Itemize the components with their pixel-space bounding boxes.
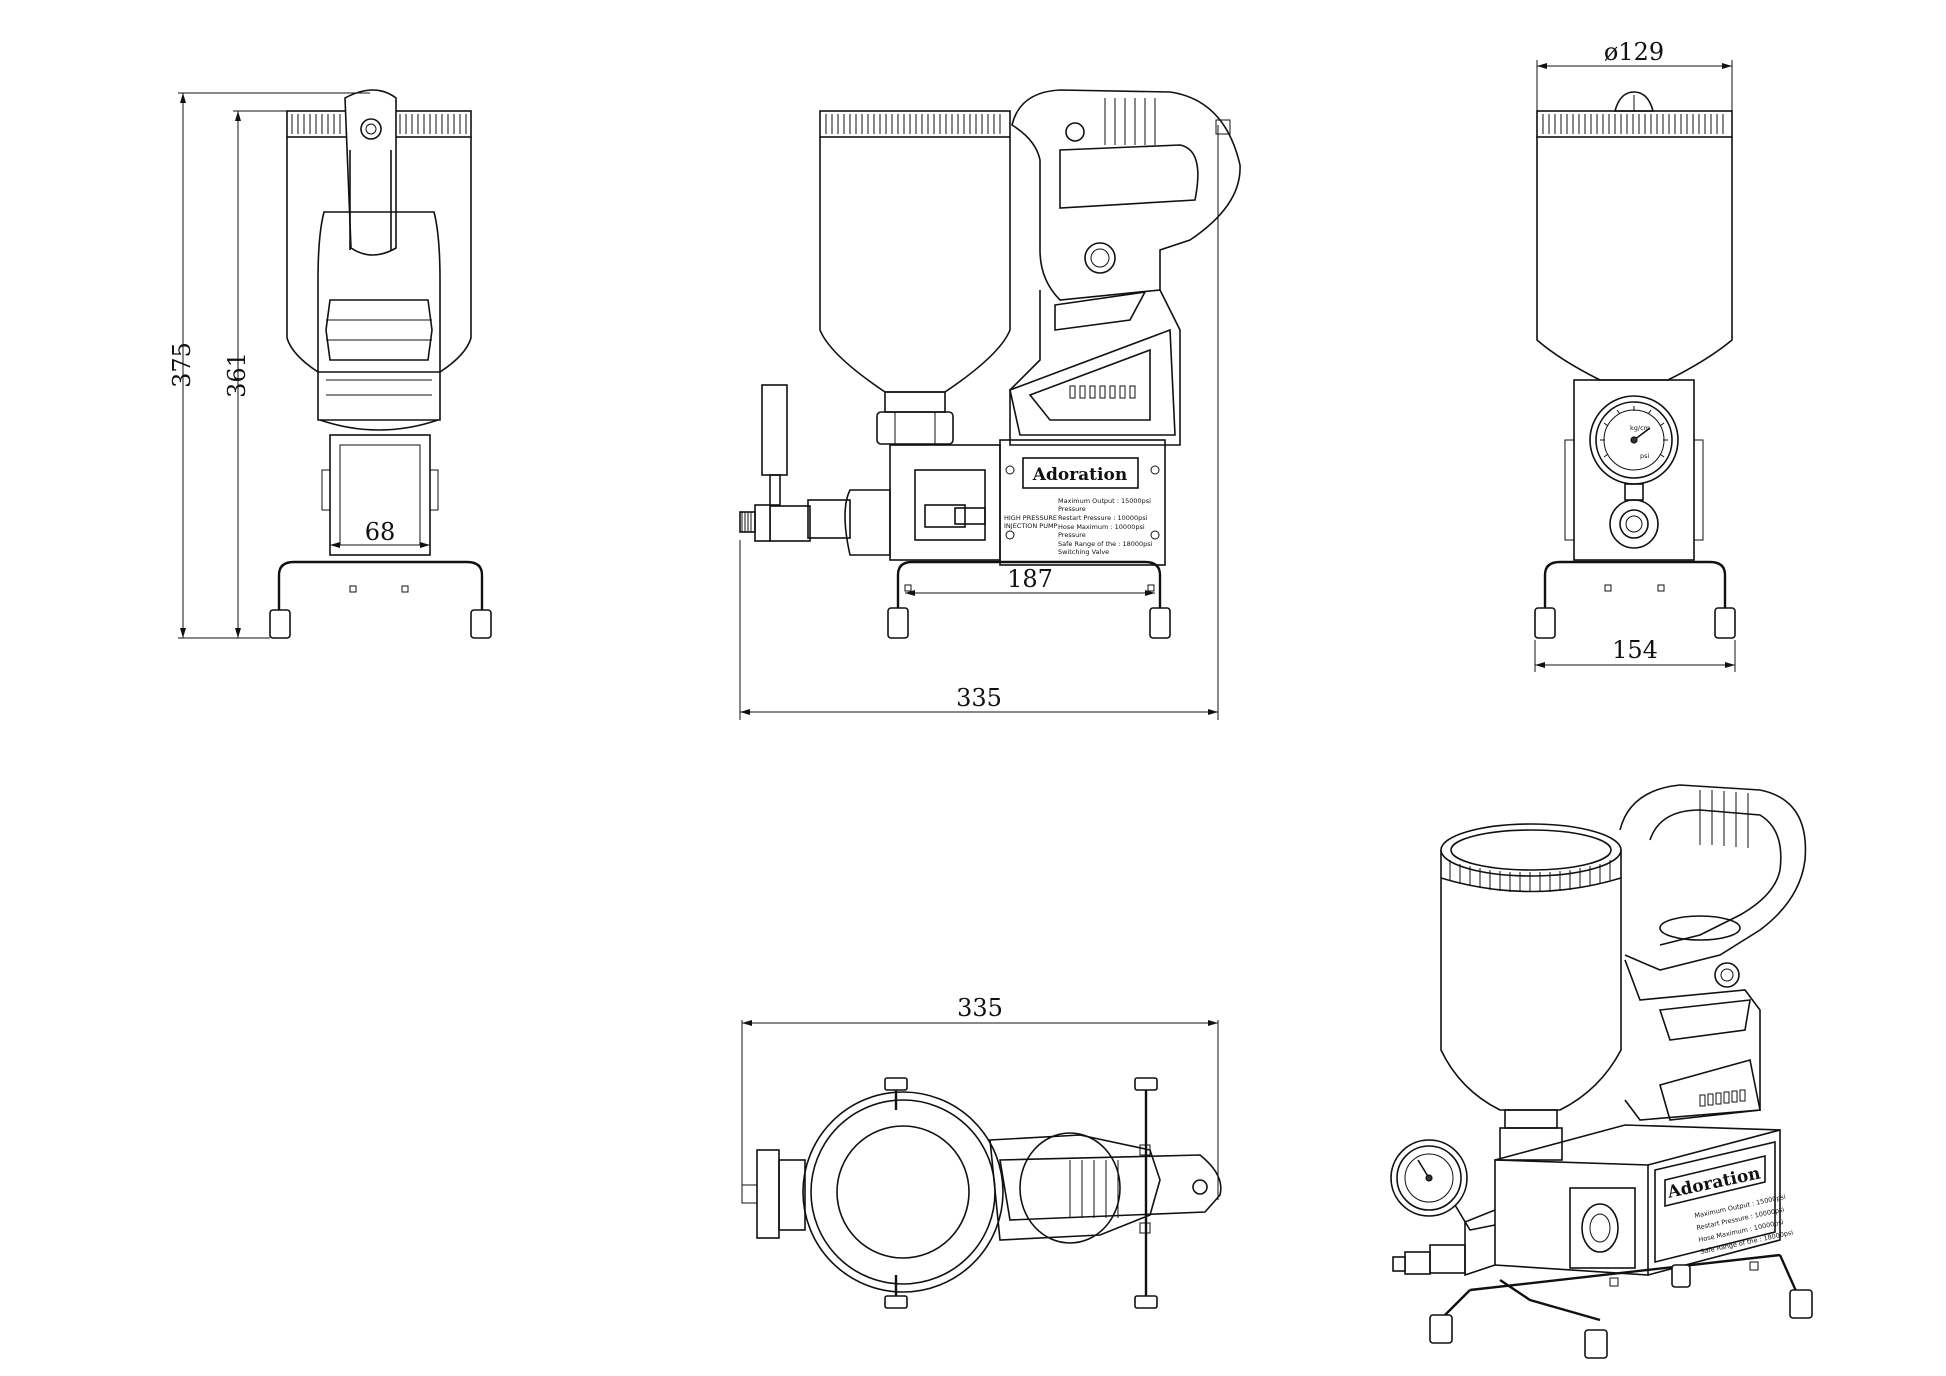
dim-rear-tank-diameter: ø129 <box>1604 38 1664 66</box>
gauge-unit-1: kg/cm <box>1630 424 1650 432</box>
dim-top-overall-length: 335 <box>957 994 1003 1022</box>
gauge-unit-2: psi <box>1640 452 1650 460</box>
side-view: Adoration HIGH PRESSURE INJECTION PUMP M… <box>739 89 1241 720</box>
nameplate-spec-4b: Switching Valve <box>1058 548 1109 556</box>
top-view: 335 <box>741 994 1222 1309</box>
nameplate-spec-4: Safe Range of the : 18000psi <box>1058 540 1153 548</box>
nameplate-spec-2: Restart Pressure : 10000psi <box>1058 514 1148 522</box>
iso-nameplate-brand: Adoration <box>1665 1164 1762 1203</box>
nameplate-spec-3b: Pressure <box>1058 531 1086 539</box>
dim-front-height-total: 375 <box>168 342 196 388</box>
nameplate-left-2: INJECTION PUMP <box>1004 522 1058 530</box>
dim-side-base-width: 187 <box>1007 565 1053 593</box>
front-view: 375 361 68 <box>168 89 492 639</box>
dim-side-overall-length: 335 <box>956 684 1002 712</box>
nameplate-left-1: HIGH PRESSURE <box>1004 514 1057 522</box>
dim-front-base-width: 68 <box>365 518 396 546</box>
nameplate-spec-3: Hose Maximum : 10000psi <box>1058 523 1145 531</box>
dim-front-height-body: 361 <box>223 352 251 398</box>
nameplate-spec-1: Maximum Output : 15000psi <box>1058 497 1151 505</box>
nameplate-brand: Adoration <box>1032 465 1127 485</box>
nameplate-spec-1b: Pressure <box>1058 505 1086 513</box>
isometric-view: Adoration Maximum Output : 15000psi Rest… <box>1390 784 1813 1359</box>
rear-view: ø129 kg/cm psi <box>1534 38 1736 672</box>
dim-rear-base-width: 154 <box>1612 636 1658 664</box>
